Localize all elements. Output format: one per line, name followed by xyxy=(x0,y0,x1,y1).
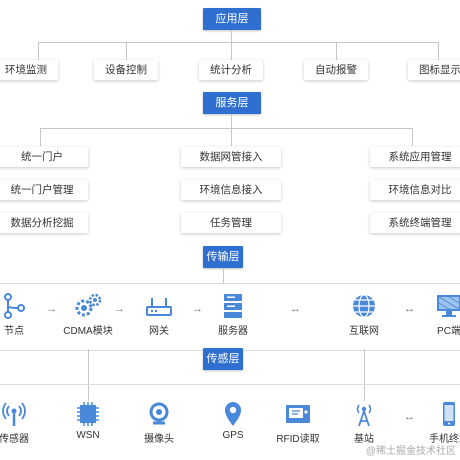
service-item-portal: 统一门户 xyxy=(0,147,88,167)
connector xyxy=(40,128,412,129)
arrow-right: → xyxy=(114,303,125,315)
device-base-station: 基站 xyxy=(334,400,394,445)
camera-icon xyxy=(149,402,169,425)
device-label: 手机终端 xyxy=(429,434,460,445)
phone-icon xyxy=(443,402,455,426)
base-station-icon xyxy=(356,404,372,427)
layer-sensing: 传感层 xyxy=(203,348,243,370)
device-server: 服务器 xyxy=(203,292,263,337)
device-label: 服务器 xyxy=(218,326,248,337)
device-node: 节点 xyxy=(0,292,44,337)
rfid-reader-icon xyxy=(286,405,310,423)
connector xyxy=(38,42,438,43)
connector xyxy=(336,42,337,60)
device-internet: 互联网 xyxy=(334,292,394,337)
service-item-app-mgmt: 系统应用管理 xyxy=(370,147,460,167)
arrow-right: → xyxy=(46,303,57,315)
device-sensor: 传感器 xyxy=(0,400,44,445)
app-item-statistics: 统计分析 xyxy=(199,60,263,80)
globe-icon xyxy=(353,294,375,318)
watermark: @稀土掘金技术社区 xyxy=(365,446,456,457)
device-label: 网关 xyxy=(149,326,169,337)
device-label: PC端 xyxy=(437,326,460,337)
pc-icon xyxy=(437,295,460,317)
connector xyxy=(126,42,127,60)
arrow-right: → xyxy=(192,303,203,315)
connector xyxy=(364,349,365,401)
connector xyxy=(88,349,89,401)
connector xyxy=(412,128,413,146)
device-gps: GPS xyxy=(203,400,263,441)
chip-icon xyxy=(77,402,99,426)
layer-transport: 传输层 xyxy=(203,246,243,268)
device-label: 传感器 xyxy=(0,434,29,445)
node-icon xyxy=(4,293,25,319)
connector xyxy=(40,128,41,146)
device-label: WSN xyxy=(76,430,100,441)
service-item-data-mining: 数据分析挖掘 xyxy=(0,213,88,233)
service-item-env-compare: 环境信息对比 xyxy=(370,180,460,200)
router-icon xyxy=(146,298,172,316)
device-label: CDMA模块 xyxy=(63,326,113,337)
gps-pin-icon xyxy=(225,402,241,426)
device-label: RFID读取 xyxy=(276,434,320,445)
connector xyxy=(231,114,232,128)
device-rfid-reader: RFID读取 xyxy=(268,400,328,445)
arrow-double: ↔ xyxy=(404,411,415,423)
connector xyxy=(231,30,232,42)
device-mobile-terminal: 手机终端 xyxy=(419,400,460,445)
device-label: 摄像头 xyxy=(144,434,174,445)
app-item-chart-display: 图标显示 xyxy=(408,60,460,80)
sensor-icon xyxy=(2,402,26,426)
device-label: 基站 xyxy=(354,434,374,445)
device-cdma-module: CDMA模块 xyxy=(58,292,118,337)
server-icon xyxy=(224,294,242,318)
device-label: 节点 xyxy=(4,326,24,337)
service-item-env-info-access: 环境信息接入 xyxy=(181,180,281,200)
app-item-auto-alarm: 自动报警 xyxy=(304,60,368,80)
connector xyxy=(223,268,224,284)
service-item-portal-mgmt: 统一门户管理 xyxy=(0,180,88,200)
service-item-terminal-mgmt: 系统终端管理 xyxy=(370,213,460,233)
device-camera: 摄像头 xyxy=(129,400,189,445)
device-wsn: WSN xyxy=(58,400,118,441)
layer-service: 服务层 xyxy=(203,92,261,114)
connector xyxy=(38,42,39,60)
connector xyxy=(231,42,232,60)
device-label: 互联网 xyxy=(349,326,379,337)
service-item-task-mgmt: 任务管理 xyxy=(181,213,281,233)
device-gateway: 网关 xyxy=(129,292,189,337)
connector xyxy=(0,384,460,385)
arrow-double: ↔ xyxy=(290,303,301,315)
arrow-double: ↔ xyxy=(404,303,415,315)
service-item-gateway-access: 数据网管接入 xyxy=(181,147,281,167)
device-pc: PC端 xyxy=(419,292,460,337)
connector xyxy=(438,42,439,60)
gears-icon xyxy=(75,293,102,317)
layer-application: 应用层 xyxy=(203,8,261,30)
app-item-device-control: 设备控制 xyxy=(94,60,158,80)
app-item-env-monitor: 环境监测 xyxy=(0,60,58,80)
connector xyxy=(231,128,232,146)
device-label: GPS xyxy=(222,430,244,441)
